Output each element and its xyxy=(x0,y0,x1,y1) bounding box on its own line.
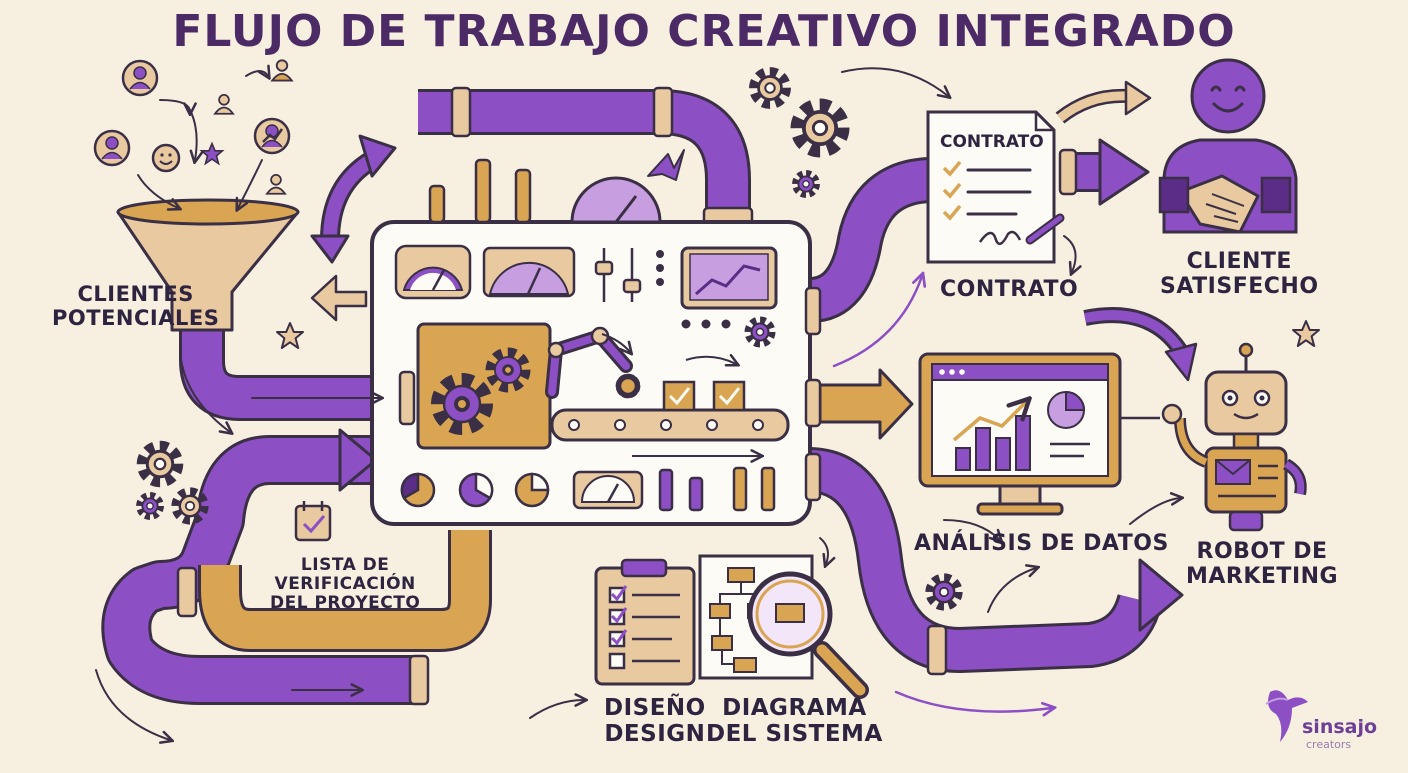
pen-icon xyxy=(1025,213,1065,245)
gauge-icon xyxy=(394,244,472,300)
user-icon xyxy=(265,174,287,195)
clipboard-icon xyxy=(594,558,696,686)
lead-arrows xyxy=(137,71,268,432)
robot-arm-icon xyxy=(545,326,641,399)
machine-panel xyxy=(370,158,822,526)
smiley-icon xyxy=(151,143,181,173)
label-analisis-datos: ANÁLISIS DE DATOS xyxy=(914,531,1169,556)
hummingbird-icon xyxy=(1265,690,1308,742)
user-icon xyxy=(270,59,294,82)
handshake-icon xyxy=(1158,174,1292,234)
label-contrato: CONTRATO xyxy=(940,277,1079,302)
user-icon xyxy=(121,59,159,97)
funnel-icon xyxy=(116,198,300,332)
conveyor-belt xyxy=(550,380,790,442)
calendar-check-icon xyxy=(294,501,332,542)
star-icon xyxy=(1292,320,1320,347)
chart-icon xyxy=(262,128,284,143)
gearbox xyxy=(416,322,552,450)
pipe-arrowheads xyxy=(310,80,1198,632)
magnifier-icon xyxy=(747,571,869,699)
label-lista-verificacion: LISTA DE VERIFICACIÓN DEL PROYECTO xyxy=(270,555,421,614)
sketch-arrows xyxy=(95,67,1180,740)
star-icon xyxy=(276,322,304,349)
page-title: FLUJO DE TRABAJO CREATIVO INTEGRADO xyxy=(172,6,1236,57)
star-icon xyxy=(199,141,225,166)
box-icon xyxy=(662,380,696,412)
box-icon xyxy=(712,380,746,412)
monitor-icon xyxy=(918,352,1122,516)
gauge-icon xyxy=(570,176,662,224)
brand-subtitle: creators xyxy=(1306,738,1352,751)
label-diagrama: DIAGRAMA DEL SISTEMA xyxy=(706,695,883,747)
label-contrato-doc: CONTRATO xyxy=(940,132,1044,152)
chart-icon xyxy=(680,246,778,310)
user-icon xyxy=(213,94,235,115)
satisfied-client-icon xyxy=(1158,58,1298,234)
label-cliente-satisfecho: CLIENTE SATISFECHO xyxy=(1160,249,1319,299)
sketch-arrows-purple xyxy=(832,276,1052,712)
label-robot-marketing: ROBOT DE MARKETING xyxy=(1186,539,1339,589)
label-clientes-potenciales: CLIENTES POTENCIALES xyxy=(52,282,220,330)
user-icon xyxy=(93,129,131,167)
label-diseno: DISEÑO DESIGN xyxy=(604,695,706,747)
gauge-icon xyxy=(482,246,576,298)
gauge-icon xyxy=(572,470,644,510)
lead-icons xyxy=(93,59,294,195)
robot-icon xyxy=(1161,342,1307,532)
document-icon xyxy=(926,110,1065,264)
pie-dials xyxy=(400,472,550,508)
brand-name: sinsajo xyxy=(1302,716,1378,738)
